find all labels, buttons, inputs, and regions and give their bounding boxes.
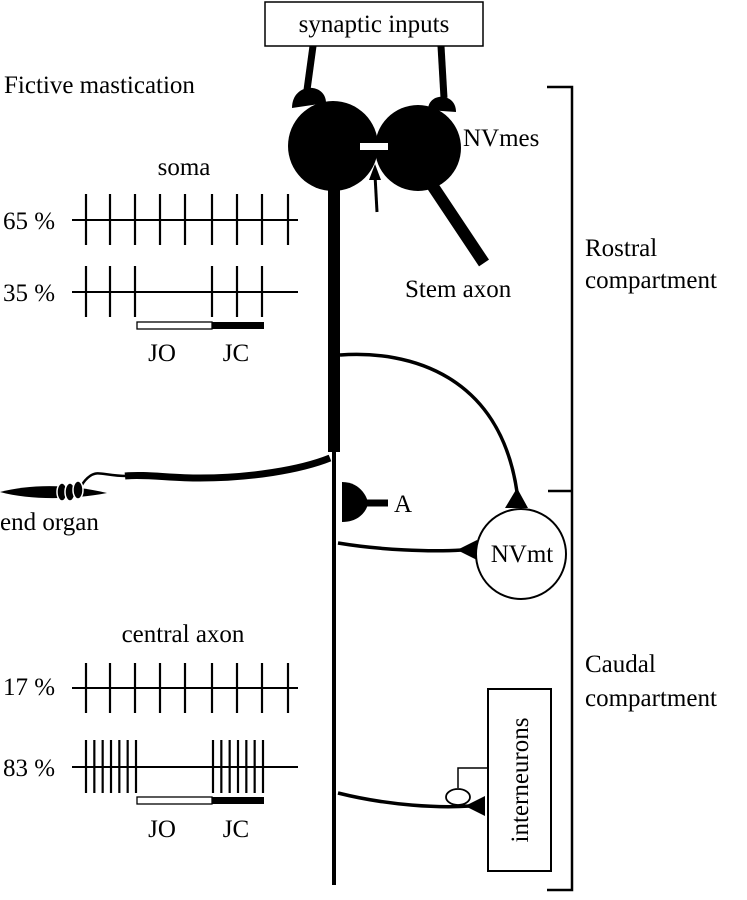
input-line-right	[437, 45, 448, 99]
axon-jo-bar	[136, 796, 213, 805]
axon-jc-bar	[212, 797, 264, 804]
terminal-upper	[505, 488, 528, 508]
soma-row1-percent: 65 %	[3, 208, 55, 235]
rostral-label-line1: Rostral	[585, 235, 657, 262]
nvmes-soma-right	[375, 105, 461, 191]
nvmes-label: NVmes	[463, 125, 539, 152]
soma-row2-spikes	[84, 266, 264, 317]
axon-row1-percent: 17 %	[3, 674, 55, 701]
soma-panel: soma 65 % 35 % JO JC	[3, 154, 298, 367]
nvmes-soma-left	[288, 101, 378, 191]
end-organ-label: end organ	[0, 509, 99, 536]
synaptic-inputs-label: synaptic inputs	[299, 11, 450, 38]
collateral-upper	[339, 352, 519, 493]
gap-junction-arrow-head	[369, 164, 381, 180]
rostral-label-line2: compartment	[585, 267, 717, 294]
inhibitory-terminal	[445, 788, 471, 806]
axon-jc-label: JC	[223, 816, 249, 843]
gap-junction-marker	[360, 143, 388, 150]
collateral-lower	[337, 541, 463, 553]
peripheral-axon	[124, 454, 332, 482]
gap-junction-arrow-shaft	[373, 174, 379, 213]
soma-jo-label: JO	[148, 340, 176, 367]
stem-axon-label: Stem axon	[405, 276, 512, 303]
interneuron-feedback-line	[457, 767, 488, 788]
interneurons-label: interneurons	[507, 718, 534, 843]
soma-jc-bar	[212, 322, 264, 329]
axon-title: central axon	[122, 621, 245, 648]
fictive-mastication-label: Fictive mastication	[4, 72, 195, 99]
synaptic-bouton-left	[292, 87, 326, 108]
axon-panel: central axon 17 % 83 % JO JC	[3, 621, 298, 843]
soma-row1-spikes	[84, 194, 290, 245]
axon-row2-percent: 83 %	[3, 755, 55, 782]
collateral-interneuron	[337, 791, 471, 809]
compartment-bracket	[547, 85, 574, 892]
axon-row2-spikes	[84, 740, 265, 793]
terminal-lower	[457, 540, 477, 560]
peripheral-axon-thin	[78, 472, 128, 489]
end-organ-shape	[0, 486, 107, 499]
synaptic-inputs-box	[264, 1, 484, 47]
soma-title: soma	[158, 154, 211, 181]
caudal-label-line2: compartment	[585, 685, 717, 712]
nvmt-label: NVmt	[491, 541, 554, 568]
axon-row1-spikes	[84, 663, 290, 713]
input-line-left	[303, 45, 317, 91]
bouton-a	[342, 482, 368, 522]
caudal-label-line1: Caudal	[585, 651, 656, 678]
soma-jc-label: JC	[223, 340, 249, 367]
stem-axon	[427, 181, 489, 267]
a-label: A	[394, 491, 412, 518]
interneurons-box	[487, 688, 552, 872]
end-organ-coil-3	[72, 480, 84, 500]
axon-jo-label: JO	[148, 816, 176, 843]
synaptic-bouton-right	[428, 96, 456, 112]
terminal-interneuron	[465, 796, 485, 816]
soma-row2-percent: 35 %	[3, 280, 55, 307]
soma-jo-bar	[136, 321, 213, 330]
